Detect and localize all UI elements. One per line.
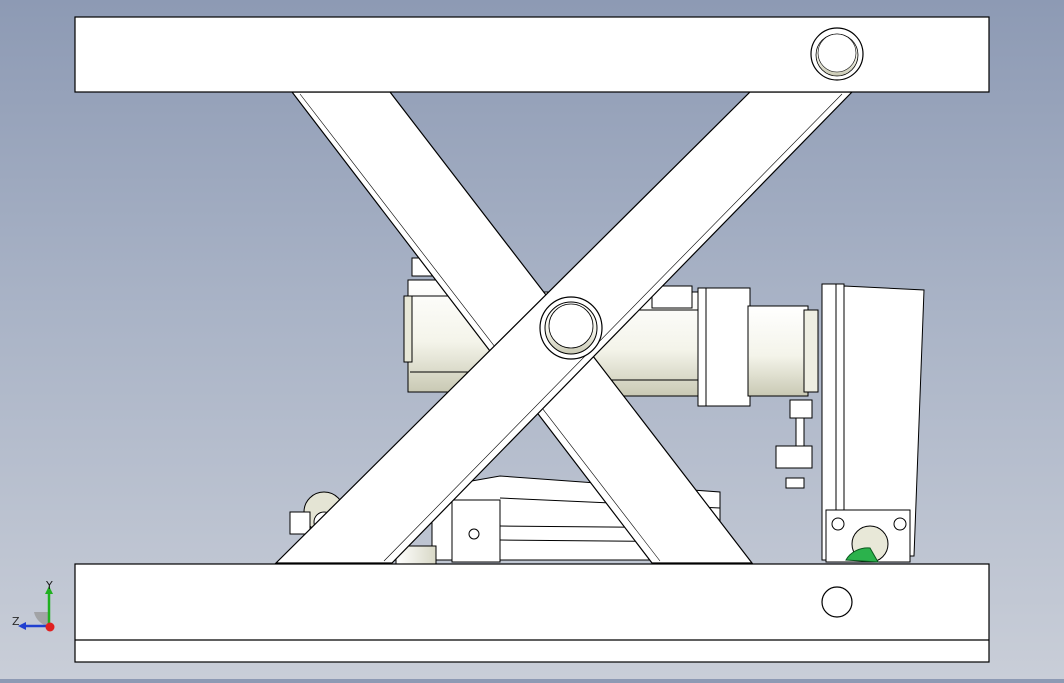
orientation-triad[interactable]: Y Z bbox=[8, 578, 64, 638]
z-axis-label: Z bbox=[12, 615, 20, 628]
y-axis-label: Y bbox=[46, 579, 53, 592]
x-axis-dot bbox=[45, 622, 55, 632]
top-platform[interactable] bbox=[74, 16, 990, 93]
center-pivot-pin[interactable] bbox=[539, 296, 603, 360]
top-platform-pin[interactable] bbox=[810, 27, 864, 81]
bottom-base-plate[interactable] bbox=[74, 563, 990, 663]
bottom-plate-hole[interactable] bbox=[821, 586, 853, 618]
triad-axes bbox=[18, 586, 55, 632]
